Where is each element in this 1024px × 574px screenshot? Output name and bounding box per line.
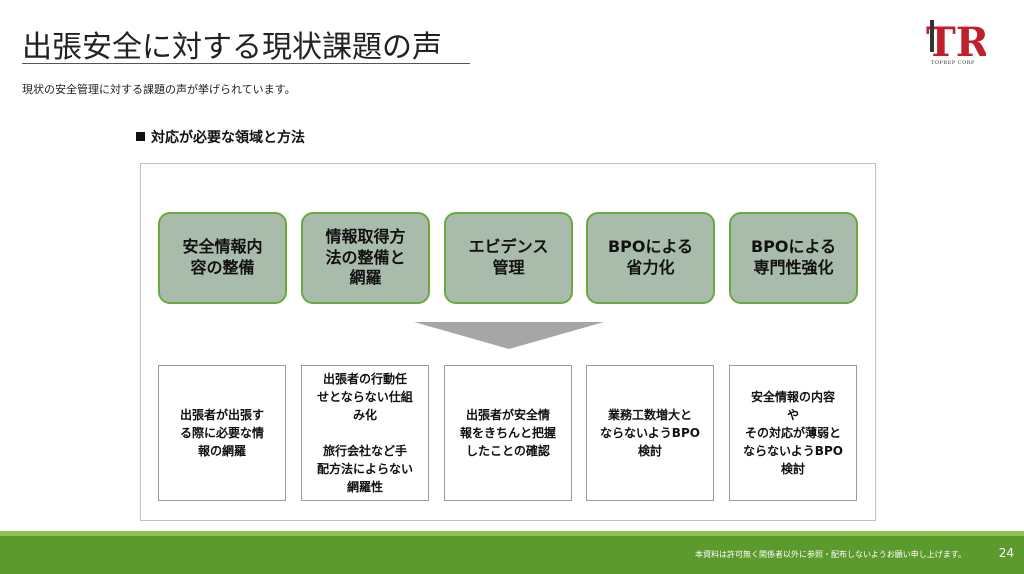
page-number: 24 [998, 546, 1014, 560]
section-heading-text: 対応が必要な領域と方法 [151, 130, 305, 146]
section-heading: 対応が必要な領域と方法 [136, 127, 305, 147]
area-box-1: 安全情報内 容の整備 [158, 212, 287, 304]
method-box-5: 安全情報の内容 や その対応が薄弱と ならないようBPO 検討 [729, 365, 857, 501]
method-box-3: 出張者が安全情 報をきちんと把握 したことの確認 [444, 365, 572, 501]
method-box-4: 業務工数増大と ならないようBPO 検討 [586, 365, 714, 501]
page-subtitle: 現状の安全管理に対する課題の声が挙げられています。 [22, 83, 296, 96]
down-arrow-icon [414, 322, 604, 349]
company-logo: TR [926, 19, 986, 66]
logo-subtext: TOPREP CORP [931, 60, 975, 66]
method-box-1: 出張者が出張す る際に必要な情 報の網羅 [158, 365, 286, 501]
area-box-3: エビデンス 管理 [444, 212, 573, 304]
page-title: 出張安全に対する現状課題の声 [22, 30, 442, 65]
area-box-4: BPOによる 省力化 [586, 212, 715, 304]
area-box-2: 情報取得方 法の整備と 網羅 [301, 212, 430, 304]
square-bullet-icon [136, 132, 145, 141]
title-underline [22, 63, 470, 64]
area-box-5: BPOによる 専門性強化 [729, 212, 858, 304]
logo-letters: TR [926, 19, 986, 66]
footer-accent-line [0, 531, 1024, 536]
method-box-2: 出張者の行動任 せとならない仕組 み化 旅行会社など手 配方法によらない 網羅性 [301, 365, 429, 501]
confidentiality-note: 本資料は許可無く関係者以外に参照・配布しないようお願い申し上げます。 [694, 550, 966, 559]
footer-bar [0, 536, 1024, 574]
